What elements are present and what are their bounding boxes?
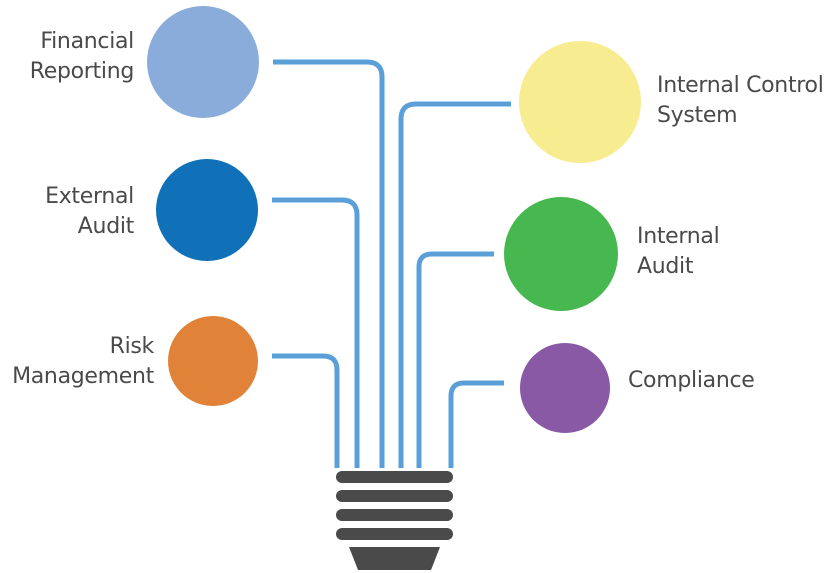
label-line: System	[657, 103, 738, 128]
wire-external-audit	[272, 197, 360, 468]
label-internal-audit: Internal Audit	[637, 222, 720, 282]
circle-internal-audit	[504, 197, 618, 311]
wire-financial-reporting	[273, 59, 385, 468]
label-line: Audit	[637, 254, 694, 279]
wire-internal-control-system	[398, 101, 511, 468]
label-line: Financial	[40, 29, 134, 54]
label-external-audit: External Audit	[45, 182, 134, 242]
circle-risk-management	[168, 316, 258, 406]
label-compliance: Compliance	[628, 366, 755, 396]
bulb-base-icon	[336, 471, 453, 570]
label-internal-control-system: Internal Control System	[657, 71, 824, 131]
wire-compliance	[448, 380, 504, 468]
label-line: Internal Control	[657, 73, 824, 98]
circle-internal-control-system	[519, 41, 641, 163]
label-line: Risk	[109, 334, 155, 359]
label-line: Internal	[637, 224, 720, 249]
wire-internal-audit	[416, 251, 494, 468]
label-line: Reporting	[29, 59, 135, 84]
wire-risk-management	[272, 353, 340, 468]
label-risk-management: Risk Management	[12, 332, 154, 392]
circle-compliance	[520, 343, 610, 433]
label-financial-reporting: Financial Reporting	[29, 27, 135, 87]
circle-financial-reporting	[147, 6, 259, 118]
label-line: Compliance	[628, 368, 755, 393]
label-line: Audit	[77, 214, 135, 239]
label-line: Management	[12, 364, 154, 389]
circle-external-audit	[156, 159, 258, 261]
label-line: External	[45, 184, 134, 209]
